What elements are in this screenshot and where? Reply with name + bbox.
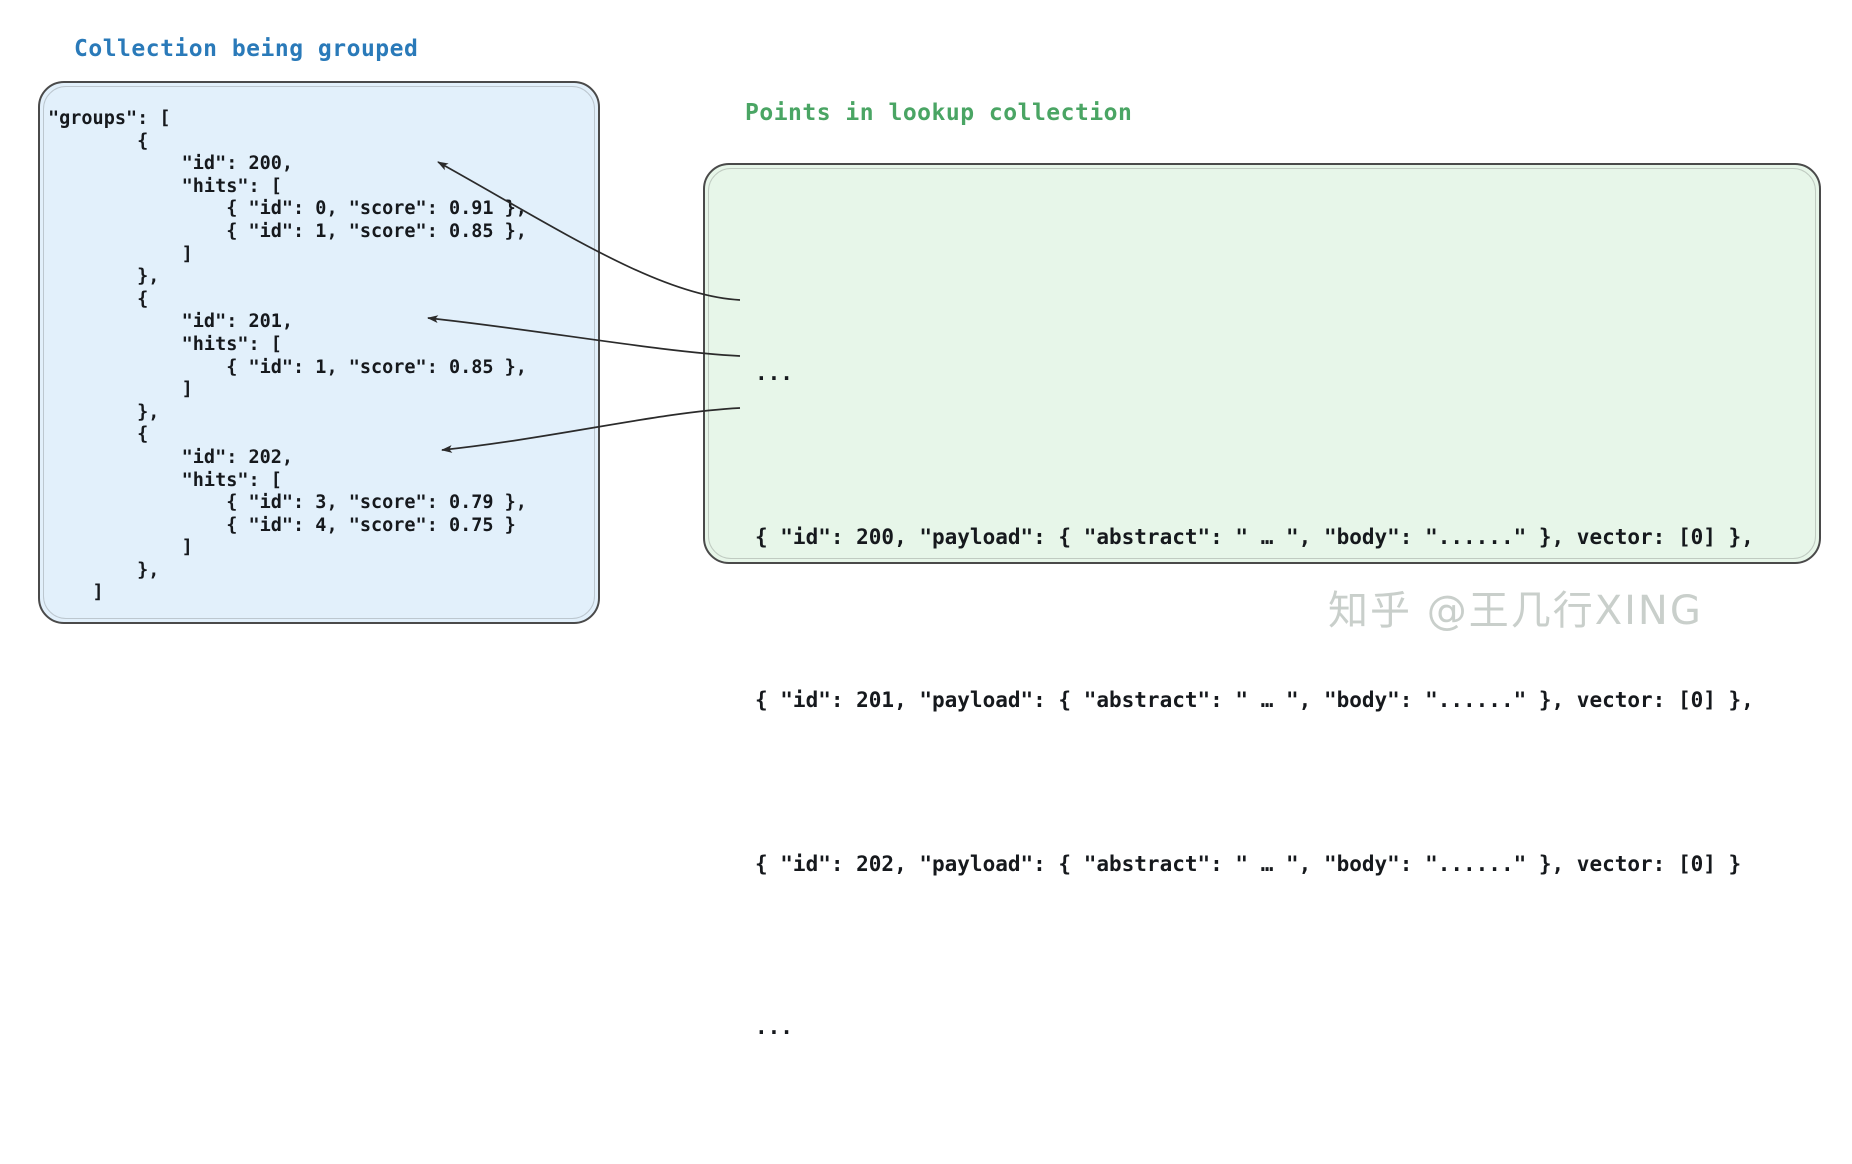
groups-json-code: "groups": [ { "id": 200, "hits": [ { "id…: [48, 108, 527, 604]
diagram-canvas: Collection being grouped Points in looku…: [38, 36, 1821, 1039]
lookup-point-row-201: { "id": 201, "payload": { "abstract": " …: [755, 688, 1754, 712]
ellipsis-bottom: ...: [755, 1015, 793, 1039]
left-panel-title: Collection being grouped: [74, 36, 419, 62]
points-in-lookup-collection-panel: [703, 163, 1821, 564]
lookup-point-row-200: { "id": 200, "payload": { "abstract": " …: [755, 524, 1754, 549]
ellipsis-top: ...: [755, 361, 793, 385]
watermark: 知乎 @王几行XING: [1328, 588, 1703, 634]
lookup-points-code: ... { "id": 200, "payload": { "abstract"…: [755, 237, 1754, 1164]
lookup-point-row-202: { "id": 202, "payload": { "abstract": " …: [755, 851, 1742, 876]
right-panel-title: Points in lookup collection: [745, 100, 1133, 126]
